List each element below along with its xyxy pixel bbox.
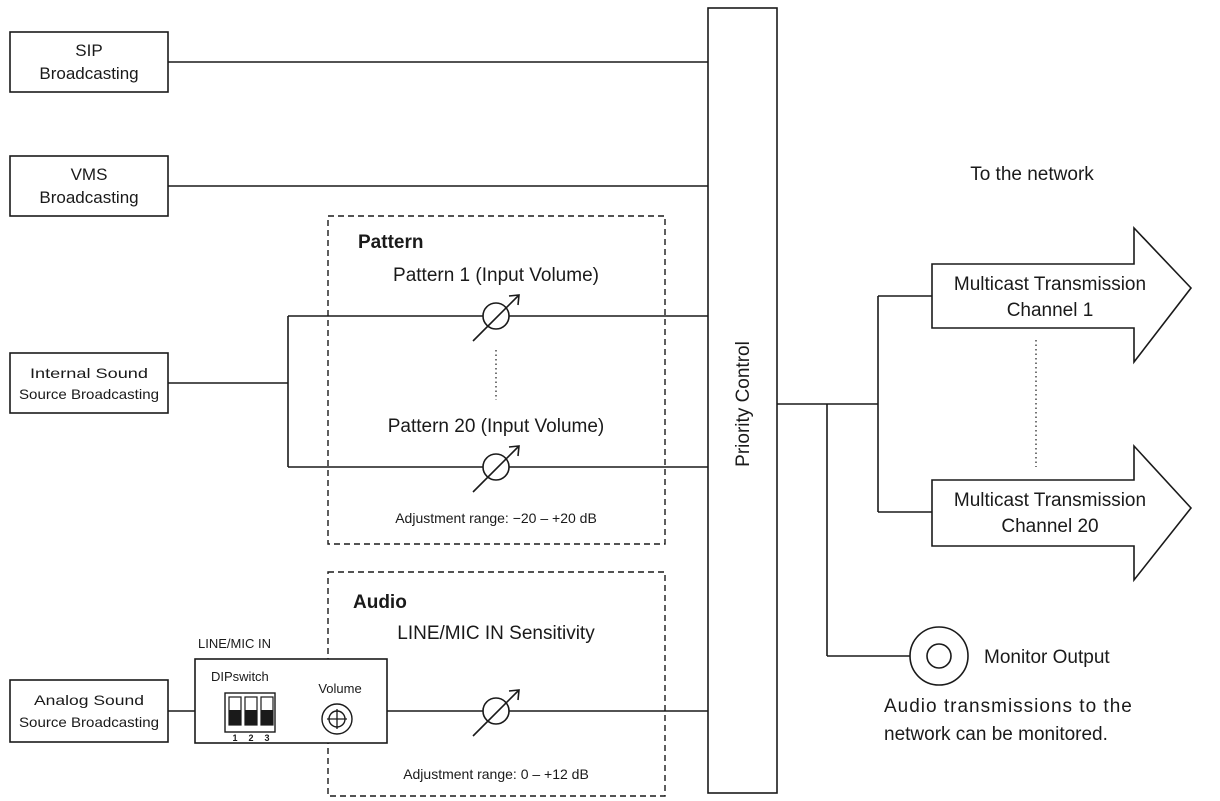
dip-number-2: 2 — [248, 733, 253, 743]
internal-label-line1: Internal Sound — [30, 365, 148, 381]
vms-broadcasting-box: VMS Broadcasting — [9, 155, 169, 217]
network-label: To the network — [970, 164, 1094, 185]
internal-label-line2: Source Broadcasting — [19, 386, 159, 402]
volume-knob-icon — [321, 703, 353, 735]
channel-20-label-line2: Channel 20 — [1001, 516, 1098, 537]
line-mic-in-unit: LINE/MIC IN DIPswitch 1 2 3 Volume — [194, 636, 388, 744]
pattern-group-title: Pattern — [358, 232, 423, 253]
pattern-20-label: Pattern 20 (Input Volume) — [388, 416, 605, 437]
volume-knob-label: Volume — [318, 681, 361, 696]
analog-label-line1: Analog Sound — [34, 692, 144, 708]
audio-sensitivity-label: LINE/MIC IN Sensitivity — [397, 623, 595, 644]
vms-label-line1: VMS — [71, 165, 108, 184]
pattern-group: Pattern Pattern 1 (Input Volume) Pattern… — [327, 215, 666, 545]
line-mic-sensitivity-icon — [472, 689, 520, 737]
analog-label-line2: Source Broadcasting — [19, 714, 159, 730]
dip-number-1: 1 — [232, 733, 237, 743]
sip-label-line1: SIP — [75, 41, 102, 60]
dip-number-3: 3 — [264, 733, 269, 743]
channel-1-arrow: Multicast Transmission Channel 1 — [931, 225, 1193, 365]
pattern-1-label: Pattern 1 (Input Volume) — [393, 265, 599, 286]
audio-adjustment-range: Adjustment range: 0 – +12 dB — [403, 766, 589, 782]
dip-switch-label: DIPswitch — [211, 669, 269, 684]
monitor-note-line2: network can be monitored. — [884, 724, 1108, 745]
channel-1-label-line1: Multicast Transmission — [954, 274, 1146, 295]
priority-control-label: Priority Control — [733, 341, 754, 467]
audio-group-title: Audio — [353, 592, 407, 613]
channel-20-arrow: Multicast Transmission Channel 20 — [931, 443, 1193, 583]
dip-switch-icon: 1 2 3 — [224, 692, 276, 743]
channel-1-label-line2: Channel 1 — [1007, 300, 1094, 321]
pattern-20-volume-icon — [472, 445, 520, 493]
pattern-1-volume-icon — [472, 294, 520, 342]
analog-sound-source-box: Analog Sound Source Broadcasting — [9, 679, 169, 743]
pattern-adjustment-range: Adjustment range: −20 – +20 dB — [395, 510, 597, 526]
monitor-output-icon — [909, 626, 969, 686]
internal-sound-source-box: Internal Sound Source Broadcasting — [9, 352, 169, 414]
vms-label-line2: Broadcasting — [39, 188, 138, 207]
sip-label-line2: Broadcasting — [39, 64, 138, 83]
monitor-output-label: Monitor Output — [984, 647, 1110, 668]
line-mic-in-label: LINE/MIC IN — [198, 636, 271, 651]
sip-broadcasting-box: SIP Broadcasting — [9, 31, 169, 93]
priority-control-block: Priority Control — [707, 7, 778, 794]
channel-20-label-line1: Multicast Transmission — [954, 490, 1146, 511]
monitor-note-line1: Audio transmissions to the — [884, 696, 1133, 717]
